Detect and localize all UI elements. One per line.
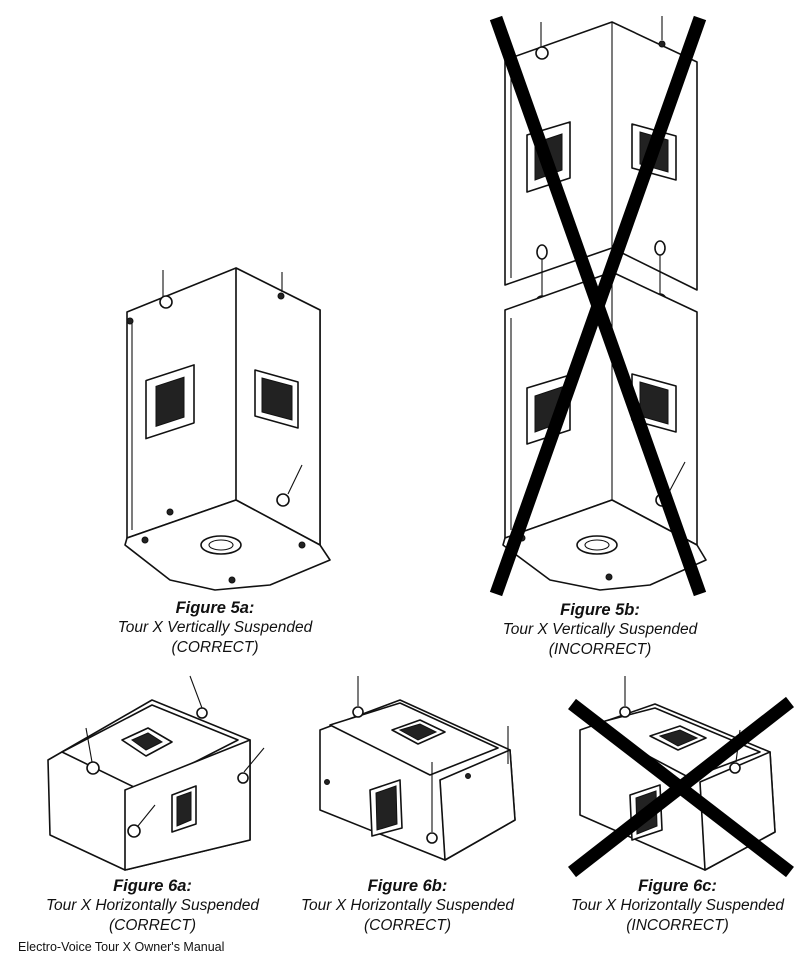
figure-5a-description: Tour X Vertically Suspended: [117, 619, 313, 636]
figure-6a-caption: Figure 6a: Tour X Horizontally Suspended…: [30, 876, 275, 936]
figure-6b-caption: Figure 6b: Tour X Horizontally Suspended…: [285, 876, 530, 936]
figure-6c-title: Figure 6c:: [638, 877, 717, 895]
figure-6c-status: (INCORRECT): [626, 917, 729, 934]
figure-6a-status: (CORRECT): [109, 917, 196, 934]
figure-5a-title: Figure 5a:: [175, 599, 255, 617]
figure-6b-status: (CORRECT): [364, 917, 451, 934]
figure-6b-description: Tour X Horizontally Suspended: [300, 897, 515, 914]
figure-5a-status: (CORRECT): [171, 639, 259, 656]
figure-5b-title: Figure 5b:: [560, 601, 640, 619]
figure-6a-description: Tour X Horizontally Suspended: [45, 897, 260, 914]
figure-5a-caption: Figure 5a: Tour X Vertically Suspended (…: [100, 598, 330, 658]
figure-5b-caption: Figure 5b: Tour X Vertically Suspended (…: [475, 600, 725, 660]
figure-6a-title: Figure 6a:: [113, 877, 192, 895]
figure-6b-title: Figure 6b:: [367, 877, 448, 895]
document-footer: Electro-Voice Tour X Owner's Manual: [18, 940, 225, 954]
figure-6c-description: Tour X Horizontally Suspended: [570, 897, 785, 914]
figure-6c-caption: Figure 6c: Tour X Horizontally Suspended…: [555, 876, 800, 936]
figure-5b-description: Tour X Vertically Suspended: [502, 621, 698, 638]
figure-5b-status: (INCORRECT): [548, 641, 652, 658]
